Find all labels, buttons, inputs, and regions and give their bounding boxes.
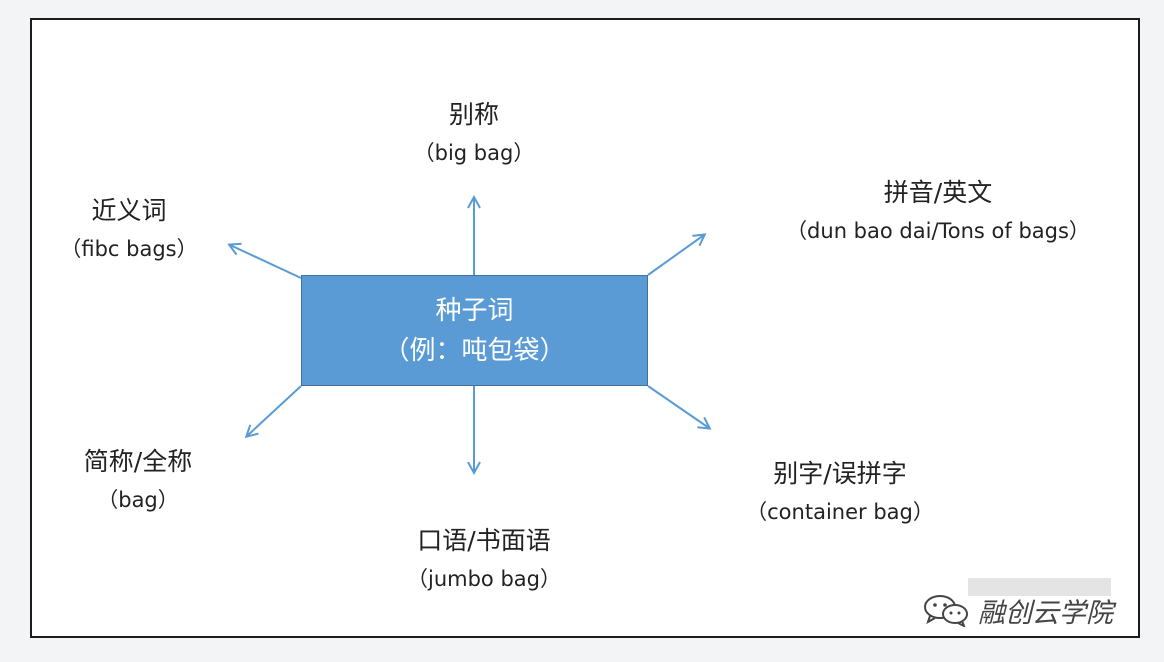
- arrow-upper-right: [647, 235, 704, 276]
- arrow-lower-right: [647, 385, 709, 428]
- node-abbrev-sub: （bag）: [97, 488, 179, 512]
- node-abbrev-label: 简称/全称: [83, 447, 193, 476]
- node-pinyin-label: 拼音/英文: [883, 178, 993, 207]
- node-abbrev: 简称/全称 （bag）: [58, 443, 218, 519]
- watermark-bar: [968, 578, 1111, 596]
- node-typo: 别字/误拼字 （container bag）: [730, 455, 950, 531]
- node-synonym-label: 近义词: [91, 196, 167, 225]
- node-pinyin: 拼音/英文 （dun bao dai/Tons of bags）: [758, 174, 1118, 250]
- node-spoken: 口语/书面语 （jumbo bag）: [384, 522, 584, 598]
- arrow-lower-left: [247, 385, 302, 436]
- watermark: 融创云学院: [922, 590, 1113, 630]
- seed-word-title: 种子词: [435, 295, 514, 326]
- node-typo-label: 别字/误拼字: [773, 459, 907, 488]
- node-alias-label: 别称: [448, 100, 499, 129]
- watermark-text: 融创云学院: [978, 597, 1113, 629]
- node-alias-sub: （big bag）: [413, 141, 535, 165]
- node-alias: 别称 （big bag）: [394, 96, 554, 172]
- node-spoken-label: 口语/书面语: [417, 526, 551, 555]
- node-typo-sub: （container bag）: [746, 500, 934, 524]
- seed-word-example: （例：吨包袋）: [383, 335, 566, 366]
- node-synonym: 近义词 （fibc bags）: [44, 192, 214, 268]
- node-pinyin-sub: （dun bao dai/Tons of bags）: [786, 219, 1090, 243]
- arrow-upper-left: [230, 245, 302, 279]
- node-synonym-sub: （fibc bags）: [60, 237, 198, 261]
- wechat-icon: [924, 595, 968, 627]
- seed-word-box: 种子词 （例：吨包袋）: [301, 275, 648, 386]
- node-spoken-sub: （jumbo bag）: [407, 567, 561, 591]
